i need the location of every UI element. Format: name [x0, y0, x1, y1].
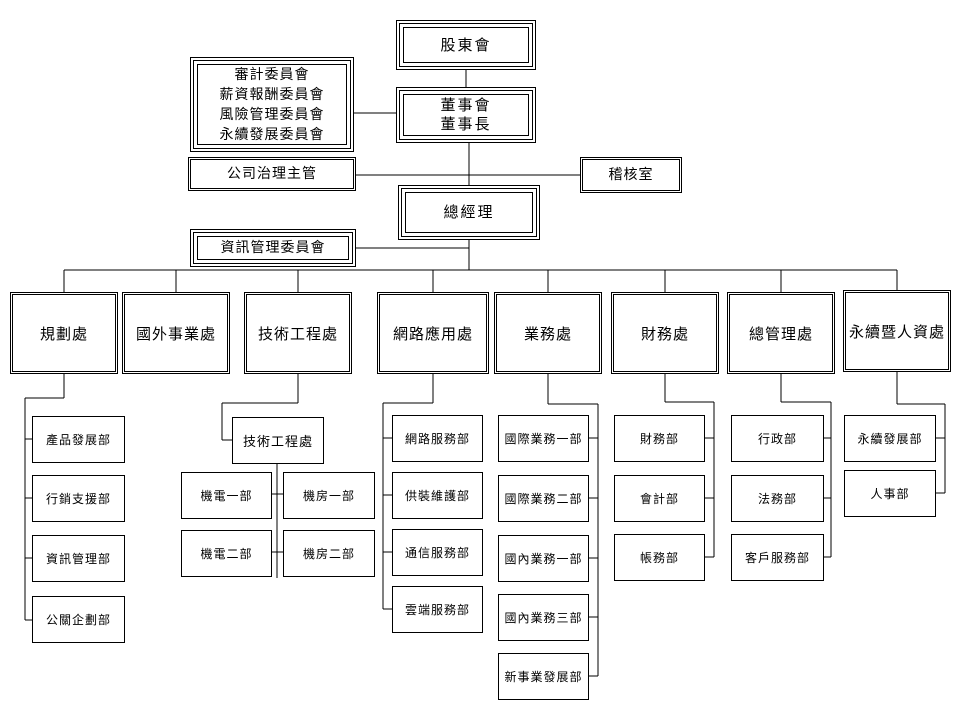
dept-label: 永續發展部: [857, 432, 923, 446]
dept-label: 公關企劃部: [45, 613, 111, 627]
dept-cloud-services[interactable]: 雲端服務部: [392, 586, 483, 633]
committee-audit-label: 審計委員會: [234, 66, 310, 83]
division-label: 國外事業處: [135, 324, 216, 343]
governance-officer-label: 公司治理主管: [227, 165, 317, 182]
division-label: 業務處: [523, 324, 572, 343]
board-committees-box[interactable]: 審計委員會 薪資報酬委員會 風險管理委員會 永續發展委員會: [190, 57, 354, 152]
division-general-management[interactable]: 總管理處: [727, 292, 835, 374]
dept-network-services[interactable]: 網路服務部: [392, 415, 483, 462]
dept-label: 客戶服務部: [744, 551, 810, 565]
division-label: 規劃處: [39, 324, 88, 343]
division-overseas-business[interactable]: 國外事業處: [122, 292, 230, 374]
shareholders-label: 股東會: [440, 35, 492, 54]
dept-label: 機電二部: [200, 547, 253, 561]
it-committee-label: 資訊管理委員會: [220, 239, 326, 256]
dept-label: 供裝維護部: [404, 489, 470, 503]
board-label: 董事會: [440, 96, 492, 114]
dept-international-sales-1[interactable]: 國際業務一部: [498, 415, 589, 462]
dept-sustainability-development[interactable]: 永續發展部: [844, 415, 936, 462]
dept-public-relations[interactable]: 公關企劃部: [32, 596, 125, 643]
dept-label: 國際業務一部: [504, 432, 583, 446]
dept-accounting[interactable]: 會計部: [614, 475, 705, 522]
division-sales[interactable]: 業務處: [494, 292, 602, 374]
dept-label: 國內業務一部: [504, 552, 583, 566]
division-technical-engineering[interactable]: 技術工程處: [244, 292, 352, 374]
dept-human-resources[interactable]: 人事部: [844, 470, 936, 517]
dept-product-development[interactable]: 產品發展部: [32, 416, 125, 463]
board-box[interactable]: 董事會 董事長: [396, 87, 536, 143]
dept-information-management[interactable]: 資訊管理部: [32, 535, 125, 582]
division-sustainability-hr[interactable]: 永續暨人資處: [843, 290, 951, 372]
dept-label: 網路服務部: [404, 432, 470, 446]
audit-office-box[interactable]: 稽核室: [580, 157, 682, 193]
division-finance[interactable]: 財務處: [611, 292, 719, 374]
division-label: 總管理處: [748, 324, 813, 343]
division-network-applications[interactable]: 網路應用處: [377, 292, 489, 374]
division-label: 網路應用處: [392, 324, 473, 343]
dept-label: 國內業務三部: [504, 611, 583, 625]
president-label: 總經理: [443, 203, 495, 221]
dept-label: 行政部: [757, 432, 797, 446]
dept-label: 行銷支援部: [45, 492, 111, 506]
division-label: 財務處: [640, 324, 689, 343]
dept-customer-service[interactable]: 客戶服務部: [731, 534, 824, 581]
dept-administration[interactable]: 行政部: [731, 415, 824, 462]
governance-officer-box[interactable]: 公司治理主管: [188, 157, 356, 191]
dept-label: 資訊管理部: [45, 552, 111, 566]
president-box[interactable]: 總經理: [398, 185, 540, 240]
dept-label: 法務部: [757, 492, 797, 506]
sub-unit-label: 技術工程處: [242, 435, 313, 450]
dept-communication-services[interactable]: 通信服務部: [392, 529, 483, 576]
dept-label: 人事部: [870, 487, 910, 501]
committee-risk-label: 風險管理委員會: [219, 106, 325, 123]
dept-domestic-sales-1[interactable]: 國內業務一部: [498, 535, 589, 582]
dept-new-business-development[interactable]: 新事業發展部: [498, 653, 589, 700]
dept-domestic-sales-3[interactable]: 國內業務三部: [498, 594, 589, 641]
it-committee-box[interactable]: 資訊管理委員會: [190, 229, 356, 267]
chairman-label: 董事長: [440, 115, 492, 133]
dept-label: 財務部: [639, 432, 679, 446]
dept-machine-room-1[interactable]: 機房一部: [283, 472, 375, 519]
dept-billing[interactable]: 帳務部: [614, 534, 705, 581]
dept-label: 產品發展部: [45, 433, 111, 447]
division-label: 技術工程處: [257, 324, 338, 343]
shareholders-box[interactable]: 股東會: [396, 20, 536, 70]
dept-electromechanical-2[interactable]: 機電二部: [181, 530, 272, 577]
dept-label: 機電一部: [200, 489, 253, 503]
dept-label: 機房一部: [302, 489, 355, 503]
division-planning[interactable]: 規劃處: [10, 292, 118, 374]
dept-label: 國際業務二部: [504, 492, 583, 506]
dept-label: 機房二部: [302, 547, 355, 561]
committee-compensation-label: 薪資報酬委員會: [219, 86, 325, 103]
dept-marketing-support[interactable]: 行銷支援部: [32, 475, 125, 522]
dept-label: 通信服務部: [404, 546, 470, 560]
dept-machine-room-2[interactable]: 機房二部: [283, 530, 375, 577]
dept-installation-maintenance[interactable]: 供裝維護部: [392, 472, 483, 519]
dept-label: 會計部: [639, 492, 679, 506]
sub-unit-technical-engineering[interactable]: 技術工程處: [232, 417, 324, 464]
dept-legal[interactable]: 法務部: [731, 475, 824, 522]
dept-label: 帳務部: [639, 551, 679, 565]
committee-sustainability-label: 永續發展委員會: [219, 126, 325, 143]
dept-electromechanical-1[interactable]: 機電一部: [181, 472, 272, 519]
dept-label: 雲端服務部: [404, 603, 470, 617]
dept-label: 新事業發展部: [504, 670, 583, 684]
division-label: 永續暨人資處: [848, 322, 945, 341]
audit-office-label: 稽核室: [608, 166, 654, 183]
dept-finance[interactable]: 財務部: [614, 415, 705, 462]
dept-international-sales-2[interactable]: 國際業務二部: [498, 475, 589, 522]
